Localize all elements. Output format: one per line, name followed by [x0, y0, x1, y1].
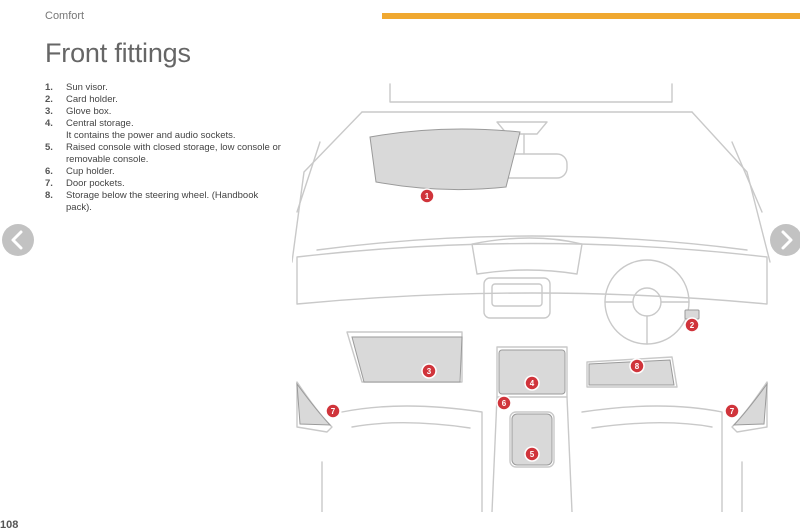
fittings-list: 1. Sun visor. 2. Card holder. 3. Glove box.… — [45, 82, 285, 214]
item-text: Raised console with closed storage, low … — [66, 142, 281, 165]
callout-marker-2: 2 — [684, 317, 700, 333]
item-text: Central storage. — [66, 118, 134, 129]
list-item: 1. Sun visor. — [45, 82, 285, 94]
svg-text:5: 5 — [530, 450, 535, 459]
item-number: 7. — [45, 178, 53, 189]
item-number: 4. — [45, 118, 53, 129]
next-page-button[interactable] — [770, 224, 800, 256]
callout-marker-3: 3 — [421, 363, 437, 379]
svg-text:2: 2 — [690, 321, 695, 330]
item-text: Storage below the steering wheel. (Handb… — [66, 190, 259, 213]
item-text: Cup holder. — [66, 166, 115, 177]
chevron-right-icon — [781, 230, 793, 250]
callout-marker-1: 1 — [419, 188, 435, 204]
item-text: Door pockets. — [66, 178, 125, 189]
callout-marker-8: 8 — [629, 358, 645, 374]
item-number: 2. — [45, 94, 53, 105]
item-extra-text: It contains the power and audio sockets. — [66, 130, 236, 141]
svg-text:3: 3 — [427, 367, 432, 376]
list-item: 2. Card holder. — [45, 94, 285, 106]
list-item: 6. Cup holder. — [45, 166, 285, 178]
list-item: 7. Door pockets. — [45, 178, 285, 190]
callout-marker-5: 5 — [524, 446, 540, 462]
list-item: 8. Storage below the steering wheel. (Han… — [45, 190, 285, 214]
item-text: Sun visor. — [66, 82, 108, 93]
item-text: Glove box. — [66, 106, 112, 117]
svg-text:8: 8 — [635, 362, 640, 371]
page-title: Front fittings — [45, 38, 191, 68]
item-number: 1. — [45, 82, 53, 93]
callout-marker-6: 6 — [496, 395, 512, 411]
callout-marker-7-left: 7 — [325, 403, 341, 419]
item-number: 3. — [45, 106, 53, 117]
list-item: 4. Central storage.It contains the power … — [45, 118, 285, 142]
item-number: 6. — [45, 166, 53, 177]
svg-text:7: 7 — [730, 407, 735, 416]
callout-marker-7-right: 7 — [724, 403, 740, 419]
svg-text:4: 4 — [530, 379, 535, 388]
car-interior-illustration: 1 2 3 4 5 6 7 7 8 — [292, 83, 771, 512]
svg-text:7: 7 — [331, 407, 336, 416]
list-item: 5. Raised console with closed storage, lo… — [45, 142, 285, 166]
section-label: Comfort — [45, 10, 85, 22]
item-number: 5. — [45, 142, 53, 153]
header-accent-bar — [382, 13, 800, 19]
item-number: 8. — [45, 190, 53, 201]
svg-text:6: 6 — [502, 399, 507, 408]
list-item: 3. Glove box. — [45, 106, 285, 118]
page-number: 108 — [0, 519, 19, 531]
callout-marker-4: 4 — [524, 375, 540, 391]
svg-text:1: 1 — [425, 192, 430, 201]
previous-page-button[interactable] — [2, 224, 34, 256]
chevron-left-icon — [11, 230, 23, 250]
item-text: Card holder. — [66, 94, 118, 105]
